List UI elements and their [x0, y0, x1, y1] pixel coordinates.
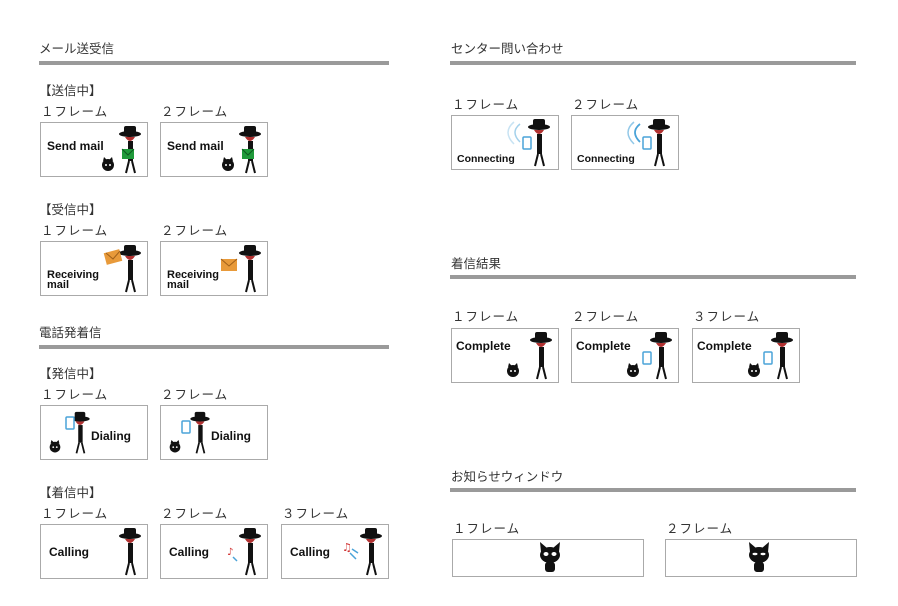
frame-label: ２フレーム — [161, 387, 229, 402]
man-with-hat-icon — [650, 332, 672, 380]
signal-waves-icon — [627, 121, 641, 145]
section-divider — [39, 61, 389, 65]
animation-frame-calling-1: Calling — [40, 524, 148, 579]
envelope-icon — [121, 148, 135, 159]
frame-label: １フレーム — [453, 521, 521, 536]
frame-label: １フレーム — [41, 387, 109, 402]
mobile-phone-icon — [181, 420, 191, 434]
frame-caption: Send mail — [167, 139, 224, 153]
man-with-hat-icon — [70, 411, 90, 454]
envelope-icon — [241, 148, 255, 159]
mobile-phone-icon — [642, 351, 652, 365]
man-with-hat-icon — [528, 119, 550, 167]
man-with-hat-icon — [239, 245, 261, 293]
frame-caption: Connecting — [577, 153, 635, 165]
frame-label: ２フレーム — [161, 506, 229, 521]
section-title-mail: メール送受信 — [39, 41, 115, 56]
man-with-hat-icon — [648, 119, 670, 167]
frame-label: ２フレーム — [161, 104, 229, 119]
music-notes-icon: ♫ — [342, 541, 359, 560]
section-divider — [450, 61, 856, 65]
black-cat-icon — [102, 157, 114, 171]
frame-label: １フレーム — [41, 104, 109, 119]
black-cat-icon — [627, 363, 639, 377]
section-divider — [450, 275, 856, 279]
man-with-hat-icon — [239, 528, 261, 576]
frame-label: ３フレーム — [282, 506, 350, 521]
signal-waves-icon — [507, 121, 521, 145]
mobile-phone-icon — [522, 136, 532, 150]
subsection-label-incoming: 【着信中】 — [39, 485, 102, 500]
frame-caption: Receiving mail — [167, 269, 219, 291]
black-cat-icon — [748, 363, 760, 377]
frame-caption: Send mail — [47, 139, 104, 153]
svg-text:♫: ♫ — [342, 541, 352, 554]
frame-caption: Calling — [49, 545, 90, 559]
frame-label: １フレーム — [41, 223, 109, 238]
man-with-hat-icon — [530, 332, 552, 380]
mobile-phone-icon — [642, 136, 652, 150]
subsection-label-receiving: 【受信中】 — [39, 202, 102, 217]
frame-caption: Calling — [290, 545, 331, 559]
frame-caption: Complete — [697, 339, 752, 353]
mobile-phone-icon — [65, 416, 75, 430]
animation-frame-calling-2: Calling ♪ — [160, 524, 268, 579]
subsection-label-dialing: 【発信中】 — [39, 366, 102, 381]
man-with-hat-icon — [119, 245, 141, 293]
black-cat-icon — [507, 363, 519, 377]
frame-label: ２フレーム — [161, 223, 229, 238]
notice-window-frame-1 — [452, 539, 644, 577]
black-cat-icon — [49, 440, 61, 453]
man-with-hat-icon — [771, 332, 793, 380]
man-with-hat-icon — [190, 411, 210, 454]
notice-window-frame-2 — [665, 539, 857, 577]
section-title-phone: 電話発着信 — [39, 325, 102, 340]
frame-label: １フレーム — [452, 97, 520, 112]
frame-label: ３フレーム — [693, 309, 761, 324]
animation-frame-send-mail-2: Send mail — [160, 122, 268, 177]
frame-caption: Dialing — [91, 429, 132, 443]
animation-frame-receiving-mail-1: Receiving mail — [40, 241, 148, 296]
frame-caption: Dialing — [211, 429, 252, 443]
frame-caption: Connecting — [457, 153, 515, 165]
envelope-icon — [220, 258, 238, 271]
section-divider — [39, 345, 389, 349]
animation-frame-complete-1: Complete — [451, 328, 559, 383]
frame-label: ２フレーム — [666, 521, 734, 536]
mobile-phone-icon — [763, 351, 773, 365]
animation-frame-connecting-1: Connecting — [451, 115, 559, 170]
man-with-hat-icon — [119, 528, 141, 576]
svg-text:♪: ♪ — [227, 547, 233, 558]
section-title-notice: お知らせウィンドウ — [451, 469, 564, 484]
animation-frame-complete-2: Complete — [571, 328, 679, 383]
animation-frame-calling-3: Calling ♫ — [281, 524, 389, 579]
animation-frame-dialing-2: Dialing — [160, 405, 268, 460]
envelope-icon — [103, 249, 123, 265]
frame-caption: Complete — [576, 339, 631, 353]
black-cat-icon — [749, 542, 769, 572]
frame-caption: Receiving mail — [47, 269, 99, 291]
frame-label: ２フレーム — [572, 97, 640, 112]
frame-label: １フレーム — [41, 506, 109, 521]
section-divider — [450, 488, 856, 492]
animation-frame-connecting-2: Connecting — [571, 115, 679, 170]
frame-label: ２フレーム — [572, 309, 640, 324]
section-title-center: センター問い合わせ — [451, 41, 564, 56]
man-with-hat-icon — [360, 528, 382, 576]
frame-caption: Calling — [169, 545, 210, 559]
animation-frame-complete-3: Complete — [692, 328, 800, 383]
music-notes-icon: ♪ — [227, 547, 238, 562]
animation-frame-receiving-mail-2: Receiving mail — [160, 241, 268, 296]
subsection-label-sending: 【送信中】 — [39, 83, 102, 98]
black-cat-icon — [540, 542, 560, 572]
frame-caption: Complete — [456, 339, 511, 353]
frame-label: １フレーム — [452, 309, 520, 324]
black-cat-icon — [222, 157, 234, 171]
section-title-result: 着信結果 — [451, 256, 502, 271]
black-cat-icon — [169, 440, 181, 453]
animation-frame-send-mail-1: Send mail — [40, 122, 148, 177]
animation-frame-dialing-1: Dialing — [40, 405, 148, 460]
